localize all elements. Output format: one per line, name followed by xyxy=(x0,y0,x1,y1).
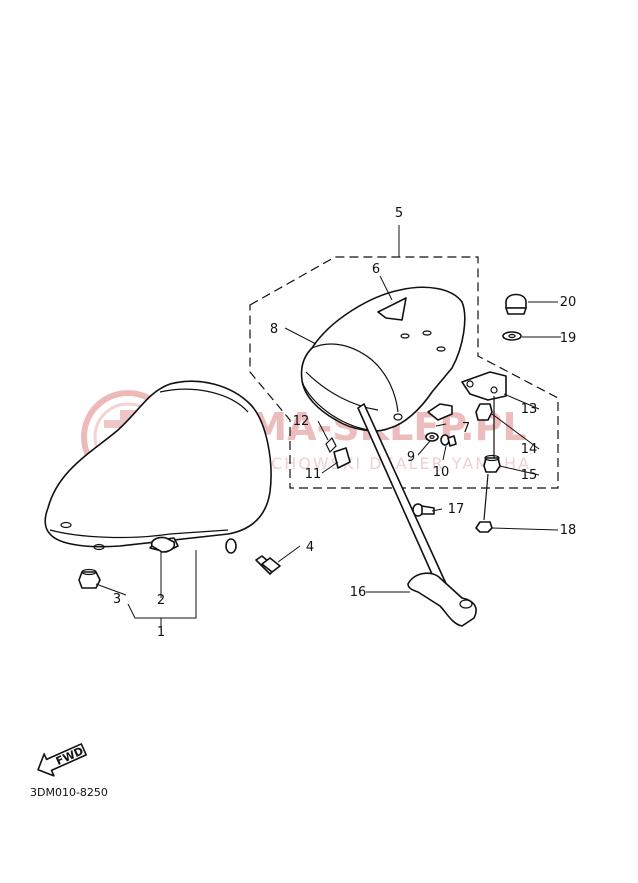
part-2-hook xyxy=(150,536,176,553)
part-7-bracket xyxy=(427,403,453,421)
callout-10: 10 xyxy=(433,465,450,480)
callout-16: 16 xyxy=(350,585,367,600)
pillion-seat-part xyxy=(300,286,466,432)
callout-15: 15 xyxy=(521,468,538,483)
callout-6: 6 xyxy=(372,262,380,277)
watermark-sub-text: WOJCIECHOWSKI DEALER YAMAHA xyxy=(200,454,531,473)
callout-20: 20 xyxy=(560,295,577,310)
part-9-washer xyxy=(425,432,439,442)
callout-3: 3 xyxy=(113,592,121,607)
part-12-clip xyxy=(325,436,337,454)
rear-seat-assembly-boundary xyxy=(249,256,559,489)
callout-14: 14 xyxy=(521,442,538,457)
part-10-screw xyxy=(440,434,457,447)
callout-8: 8 xyxy=(270,322,278,337)
part-4-bolt xyxy=(225,538,281,575)
callout-12: 12 xyxy=(293,414,310,429)
part-13-bracket xyxy=(461,371,507,401)
callout-4: 4 xyxy=(306,540,314,555)
callout-1: 1 xyxy=(157,625,165,640)
diagram-code: 3DM010-8250 xyxy=(30,786,108,799)
part-19-washer xyxy=(502,331,522,341)
leader-lines xyxy=(95,225,561,630)
callout-19: 19 xyxy=(560,331,577,346)
callout-2: 2 xyxy=(157,593,165,608)
callout-11: 11 xyxy=(305,467,322,482)
fwd-label: FWD xyxy=(54,744,86,768)
callout-7: 7 xyxy=(462,421,470,436)
callout-5: 5 xyxy=(395,206,403,221)
callout-18: 18 xyxy=(560,523,577,538)
callout-13: 13 xyxy=(521,402,538,417)
part-20-cap-nut xyxy=(505,293,527,315)
callout-17: 17 xyxy=(448,502,465,517)
rider-seat-part xyxy=(44,380,272,553)
part-3-damper xyxy=(78,568,101,589)
callout-labels: 1 2 3 4 5 6 7 8 9 10 11 12 13 14 15 16 1… xyxy=(113,206,576,640)
fwd-arrow-icon: FWD xyxy=(37,743,87,777)
part-18-washer xyxy=(475,521,493,533)
stay-rod xyxy=(483,396,495,521)
part-17-bolt xyxy=(412,503,435,517)
part-14-damper xyxy=(475,403,493,421)
part-16-bracket xyxy=(357,403,477,627)
callout-9: 9 xyxy=(407,450,415,465)
part-15-damper xyxy=(483,454,501,473)
